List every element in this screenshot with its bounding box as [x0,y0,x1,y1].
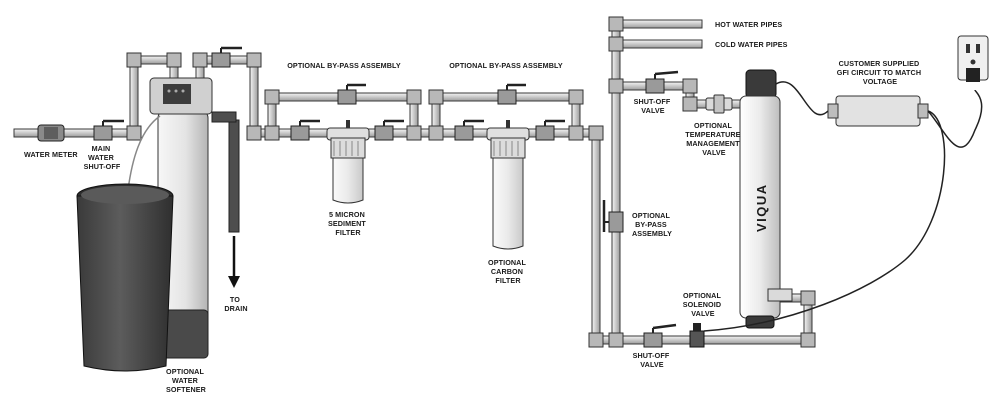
bypass-valve-2-out [535,119,565,141]
label-shutoff-valve-bottom: SHUT-OFF VALVE [633,351,672,369]
brand-label: VIQUA [754,183,769,232]
bypass-valve-2-in [454,119,484,141]
uv-system [739,69,793,329]
bypass-valve-2-top [497,83,526,105]
label-sediment-filter: 5 MICRON SEDIMENT FILTER [328,210,368,237]
temperature-management-valve [705,94,733,114]
bypass-valve-1-top [337,83,366,105]
bypass-valve-1-in [290,119,320,141]
gfi-controller [827,95,929,127]
label-solenoid-valve: OPTIONAL SOLENOID VALVE [683,291,723,318]
carbon-filter [486,120,530,250]
label-water-meter: WATER METER [24,150,78,159]
top-shutoff-valve [645,70,679,94]
label-bypass-assembly-1: OPTIONAL BY-PASS ASSEMBLY [287,61,401,70]
label-bypass-assembly-vertical: OPTIONAL BY-PASS ASSEMBLY [632,211,672,238]
water-meter [37,124,65,142]
main-shutoff-valve [93,119,124,141]
label-main-shutoff: MAIN WATER SHUT-OFF [84,144,121,171]
water-softener [76,77,240,372]
label-cold-water-pipes: COLD WATER PIPES [715,40,788,49]
label-bypass-assembly-2: OPTIONAL BY-PASS ASSEMBLY [449,61,563,70]
pipe-fittings [126,16,816,348]
sediment-filter [326,120,370,204]
label-temperature-valve: OPTIONAL TEMPERATURE MANAGEMENT VALVE [685,121,742,157]
label-carbon-filter: OPTIONAL CARBON FILTER [488,258,528,285]
softener-outlet-valve [211,46,242,68]
label-shutoff-valve-top: SHUT-OFF VALVE [634,97,673,115]
solenoid-valve [689,323,705,348]
labels: WATER METER MAIN WATER SHUT-OFF TO DRAIN… [24,20,924,394]
bypass-valve-1-out [374,119,404,141]
wall-outlet [957,35,989,82]
label-water-softener: OPTIONAL WATER SOFTENER [166,367,207,394]
power-cables [703,81,983,332]
uv-bypass-valve [602,200,624,233]
bottom-shutoff-valve [643,323,677,348]
label-hot-water-pipes: HOT WATER PIPES [715,20,782,29]
label-gfi-circuit: CUSTOMER SUPPLIED GFI CIRCUIT TO MATCH V… [837,59,924,86]
label-to-drain: TO DRAIN [224,295,247,313]
